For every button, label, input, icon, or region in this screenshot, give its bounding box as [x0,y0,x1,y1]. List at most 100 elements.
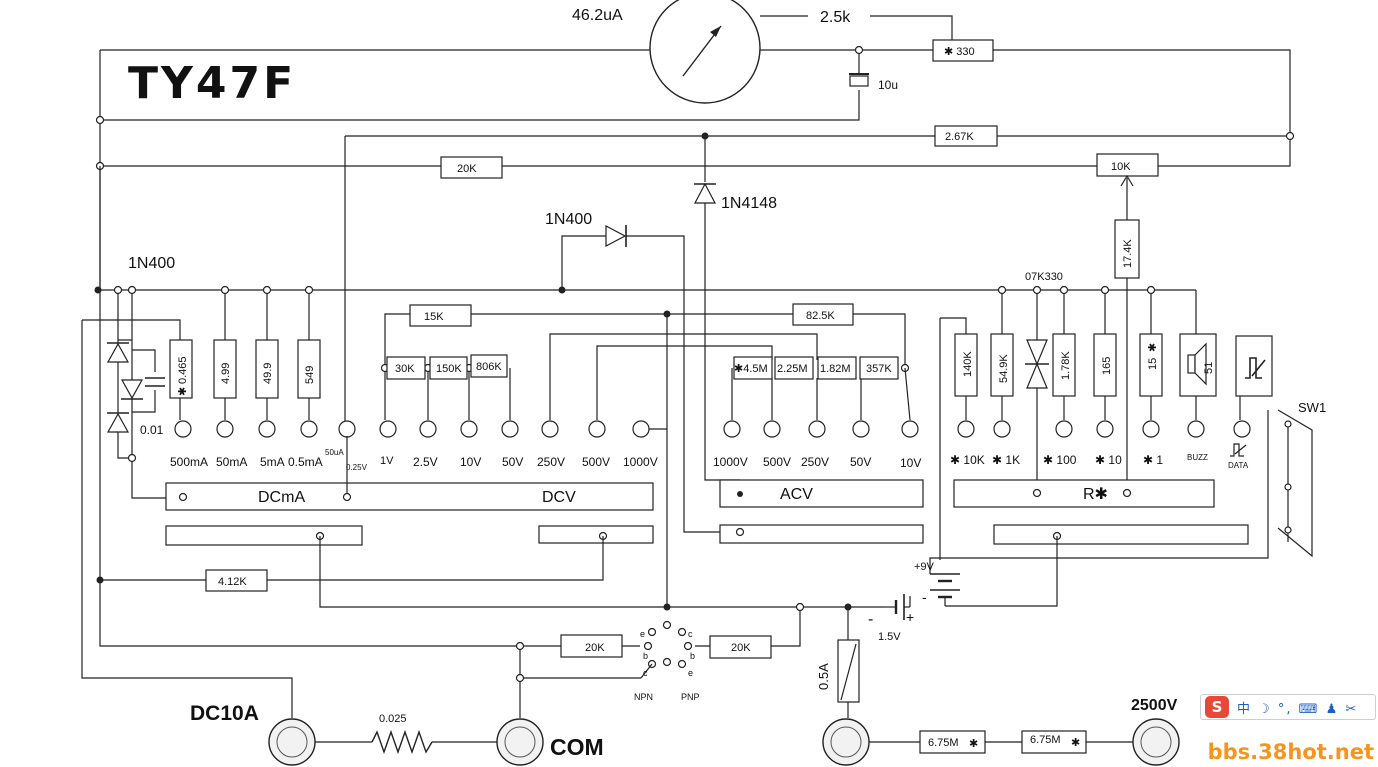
resistor-20k-top [440,156,503,179]
contact [993,420,1011,438]
acv-resistor [774,356,814,380]
jack-dc10a[interactable] [268,718,316,766]
node [1059,285,1069,295]
switch-bars: DCmA DCV ACV R✱ [165,436,1249,546]
dcv-bar-label: DCV [542,489,576,506]
contact [258,420,276,438]
node [1032,285,1042,295]
contact [957,420,975,438]
node [113,285,123,295]
resistor-4-12k-label: 4.12K [218,576,247,588]
contact [501,420,519,438]
socket-pin [662,657,672,667]
battery-9v: +9V - [914,561,960,606]
junction [663,603,671,611]
acv-resistor [733,356,773,380]
protect-diode-2-icon [120,379,144,400]
range-label: ✱ 10K [950,453,985,467]
contact [901,420,919,438]
contact [174,420,192,438]
wire [561,235,720,533]
dcv-resistor-label: 30K [395,363,415,375]
pnp-label: PNP [681,692,700,702]
contact [379,420,397,438]
ohm-resistor-label: 15 [1147,358,1159,370]
varistor-icon [1026,362,1048,389]
range-label: ✱ 10 [1095,453,1122,467]
data-hold-icon [1245,357,1266,379]
range-label: 50V [850,455,871,469]
node [854,45,864,55]
contact [338,420,356,438]
protect-diode-3-icon [106,412,130,433]
socket-pin [683,641,693,651]
node [735,527,745,537]
dcma-dcv-bar [165,482,654,511]
jack-vohm[interactable] [822,718,870,766]
node [1146,285,1156,295]
resistor-82-5k [792,303,854,326]
jack-ring [276,726,308,758]
node [127,285,137,295]
acv-divider: 82.5K ✱4.5M 2.25M 1.82M 357K [731,303,911,421]
watermark: bbs.38hot.net [1207,740,1374,764]
resistor-2-67k [934,125,998,147]
jack-ring [830,726,862,758]
sw1-body [1277,409,1313,558]
varistor-label: 07K330 [1025,271,1063,283]
jack-2500v[interactable] [1132,718,1180,766]
protection-network [81,290,293,718]
dcv-divider: 15K 30K 150K 806K [380,304,906,420]
socket-pin [677,627,687,637]
contact [419,420,437,438]
pin-label: e [688,668,693,678]
range-label: 250V [801,455,829,469]
contact [1055,420,1073,438]
buzzer-label: 51 [1203,362,1215,374]
wire [179,290,310,420]
contact [1233,420,1251,438]
model-title: TY47F [128,58,296,109]
ime-logo-icon[interactable]: S [1205,696,1229,718]
contact [460,420,478,438]
speaker-cone-icon [1194,342,1207,386]
diode-1n400-icon [605,225,627,247]
acv-resistor-label: 357K [866,363,892,375]
node [304,285,314,295]
resistor-17-4k [1114,219,1140,279]
ohm-resistor [1052,333,1076,397]
junction [96,576,104,584]
lower-bar [165,525,363,546]
junction [844,603,852,611]
resistor-20k-pnp [709,635,772,659]
meter-gauge [649,0,761,104]
meter-wires [99,15,1291,290]
resistor-0-025-zigzag [371,729,433,755]
ohm-resistor [1139,333,1163,397]
fuse-element [840,643,857,701]
resistor-17-4k-label: 17.4K [1122,239,1134,268]
node [262,285,272,295]
resistor-4-12k [205,569,268,592]
wire [904,367,911,421]
cap-0-01-label: 0.01 [140,423,164,437]
pot-wiper [1120,174,1134,220]
node [1285,131,1295,141]
ime-status-icons[interactable]: 中 ☽ °, ⌨ ♟ ✂ [1237,701,1359,717]
jack-ring [504,726,536,758]
ohm-resistor-label: 54.9K [998,354,1010,383]
contact [541,420,559,438]
node [1122,488,1132,498]
node [1100,285,1110,295]
resistor-20k-npn [560,634,623,658]
contact [808,420,826,438]
acv-bar [719,479,924,508]
ohm-section: 07K330 140K 54.9K 1.78K 165 15 ✱ 51 [929,271,1273,574]
speaker-icon [1187,354,1196,374]
node [220,285,230,295]
socket-pin [662,620,672,630]
dcv-resistor [429,356,468,380]
ime-toolbar[interactable]: S 中 ☽ °, ⌨ ♟ ✂ [1200,694,1376,720]
jack-com[interactable] [496,718,544,766]
data-hold-box [1235,335,1273,397]
